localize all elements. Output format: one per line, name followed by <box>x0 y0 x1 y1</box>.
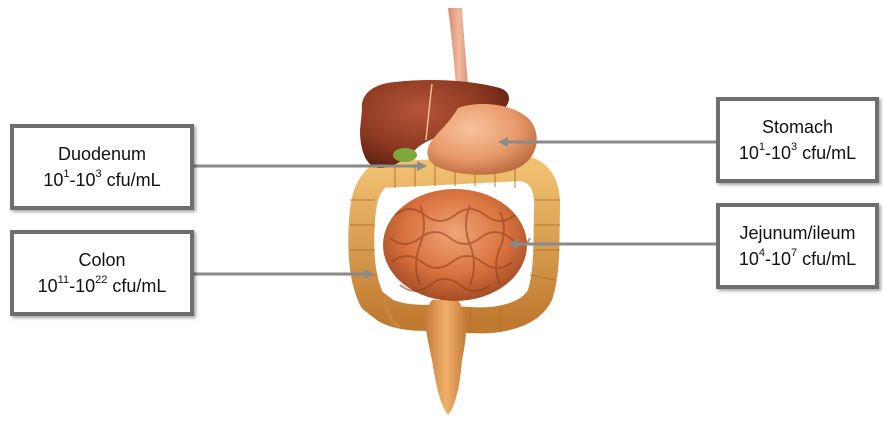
gallbladder <box>393 148 417 162</box>
duodenum-count: 101-103 cfu/mL <box>43 167 160 193</box>
jejunum-ileum-name: Jejunum/ileum <box>739 220 855 246</box>
small-intestine <box>383 189 530 301</box>
stomach-name: Stomach <box>762 114 833 140</box>
jejunum-ileum-label-box: Jejunum/ileum 104-107 cfu/mL <box>716 203 879 289</box>
stomach-label-box: Stomach 101-103 cfu/mL <box>716 97 879 183</box>
colon-name: Colon <box>78 247 125 273</box>
jejunum-ileum-count: 104-107 cfu/mL <box>739 246 856 272</box>
duodenum-label-box: Duodenum 101-103 cfu/mL <box>10 124 194 210</box>
rectum <box>426 300 466 415</box>
stomach-count: 101-103 cfu/mL <box>739 140 856 166</box>
colon-label-box: Colon 1011-1022 cfu/mL <box>10 230 194 316</box>
duodenum-name: Duodenum <box>58 141 146 167</box>
colon-count: 1011-1022 cfu/mL <box>38 273 167 299</box>
